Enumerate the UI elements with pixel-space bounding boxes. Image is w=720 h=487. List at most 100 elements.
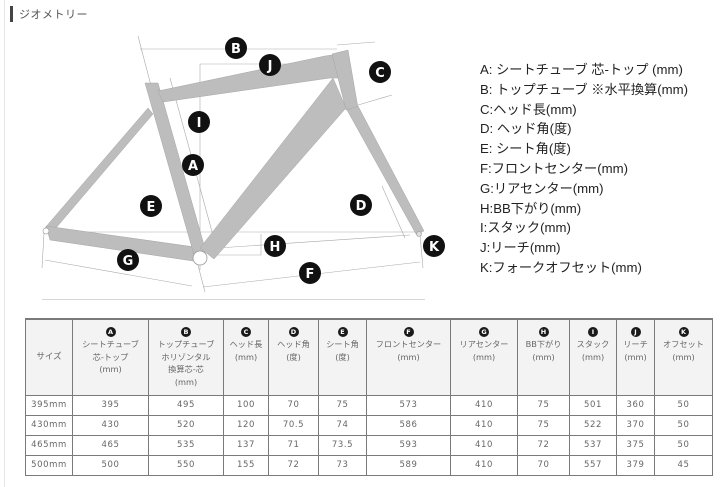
cell-h: 75 [517, 414, 570, 436]
svg-text:H: H [270, 240, 281, 255]
cell-a: 430 [72, 414, 149, 436]
cell-c: 137 [223, 434, 269, 456]
cell-i: 501 [569, 394, 617, 416]
header-size: サイズ [25, 318, 73, 396]
label-c-badge: C [369, 61, 391, 83]
cell-k: 50 [654, 394, 713, 416]
page-edge [4, 0, 5, 487]
section-marker [10, 6, 13, 22]
cell-a: 500 [72, 454, 149, 476]
legend-item-e: E: シート角(度) [480, 141, 571, 157]
cell-f: 593 [366, 434, 451, 456]
cell-b: 535 [148, 434, 224, 456]
cell-size: 500mm [25, 454, 73, 476]
cell-h: 75 [517, 394, 570, 416]
cell-d: 72 [268, 454, 319, 476]
label-i-badge: I [188, 111, 210, 133]
cell-e: 73 [318, 454, 367, 476]
cell-j: 375 [616, 434, 655, 456]
svg-text:B: B [231, 42, 241, 57]
section-title: ジオメトリー [19, 8, 88, 21]
legend-item-b: B: トップチューブ ※水平換算(mm) [480, 81, 688, 97]
cell-e: 75 [318, 394, 367, 416]
cell-size: 395mm [25, 394, 73, 416]
cell-j: 360 [616, 394, 655, 416]
label-f-badge: F [299, 262, 321, 284]
cell-j: 379 [616, 454, 655, 476]
label-e-badge: E [140, 195, 162, 217]
cell-b: 550 [148, 454, 224, 476]
cell-g: 410 [450, 434, 518, 456]
legend-item-i: I:スタック(mm) [480, 220, 571, 236]
svg-text:D: D [356, 199, 367, 214]
legend-item-h: H:BB下がり(mm) [480, 200, 582, 216]
label-h-badge: H [264, 235, 286, 257]
badge-j-icon: J [630, 327, 641, 337]
svg-text:F: F [306, 267, 315, 282]
legend-item-g: G:リアセンター(mm) [480, 180, 604, 196]
svg-text:G: G [123, 254, 134, 269]
svg-text:C: C [375, 66, 385, 81]
cell-j: 370 [616, 414, 655, 436]
divider [42, 299, 425, 300]
badge-f-icon: F [403, 327, 414, 337]
label-k-badge: K [423, 235, 445, 257]
cell-b: 495 [148, 394, 224, 416]
svg-text:E: E [147, 200, 156, 215]
badge-g-icon: G [479, 327, 489, 337]
cell-f: 589 [366, 454, 451, 476]
geometry-legend: A: シートチューブ 芯-トップ (mm) B: トップチューブ ※水平換算(m… [480, 60, 688, 278]
cell-c: 120 [223, 414, 269, 436]
label-a-badge: A [182, 154, 204, 176]
cell-g: 410 [450, 394, 518, 416]
badge-i-icon: I [588, 327, 598, 337]
badge-b-icon: B [181, 327, 191, 337]
svg-text:J: J [267, 59, 273, 74]
legend-item-f: F:フロントセンター(mm) [480, 160, 628, 176]
table-row: 465mm 465 535 137 71 73.5 593 410 72 537… [25, 434, 713, 456]
cell-a: 395 [72, 394, 149, 416]
table-row: 500mm 500 550 155 72 73 589 410 70 557 3… [25, 454, 713, 476]
badge-e-icon: E [337, 327, 348, 337]
legend-item-j: J:リーチ(mm) [480, 240, 561, 256]
legend-item-a: A: シートチューブ 芯-トップ (mm) [480, 62, 683, 77]
cell-h: 72 [517, 434, 570, 456]
svg-text:A: A [188, 159, 198, 174]
label-g-badge: G [117, 249, 139, 271]
cell-size: 430mm [25, 414, 73, 436]
cell-size: 465mm [25, 434, 73, 456]
cell-i: 557 [569, 454, 617, 476]
badge-k-icon: K [678, 327, 689, 337]
cell-c: 155 [223, 454, 269, 476]
cell-g: 410 [450, 414, 518, 436]
cell-a: 465 [72, 434, 149, 456]
cell-d: 70.5 [268, 414, 319, 436]
cell-g: 410 [450, 454, 518, 476]
cell-i: 522 [569, 414, 617, 436]
cell-h: 70 [517, 454, 570, 476]
label-d-badge: D [350, 194, 372, 216]
badge-a-icon: A [105, 327, 116, 337]
cell-d: 70 [268, 394, 319, 416]
svg-text:I: I [197, 116, 202, 131]
legend-item-k: K:フォークオフセット(mm) [480, 259, 642, 275]
badge-d-icon: D [288, 327, 299, 337]
legend-item-c: C:ヘッド長(mm) [480, 101, 577, 117]
cell-d: 71 [268, 434, 319, 456]
label-j-badge: J [259, 54, 281, 76]
badge-h-icon: H [538, 327, 549, 337]
cell-b: 520 [148, 414, 224, 436]
svg-text:K: K [429, 240, 440, 255]
legend-item-d: D: ヘッド角(度) [480, 121, 572, 137]
cell-e: 73.5 [318, 434, 367, 456]
